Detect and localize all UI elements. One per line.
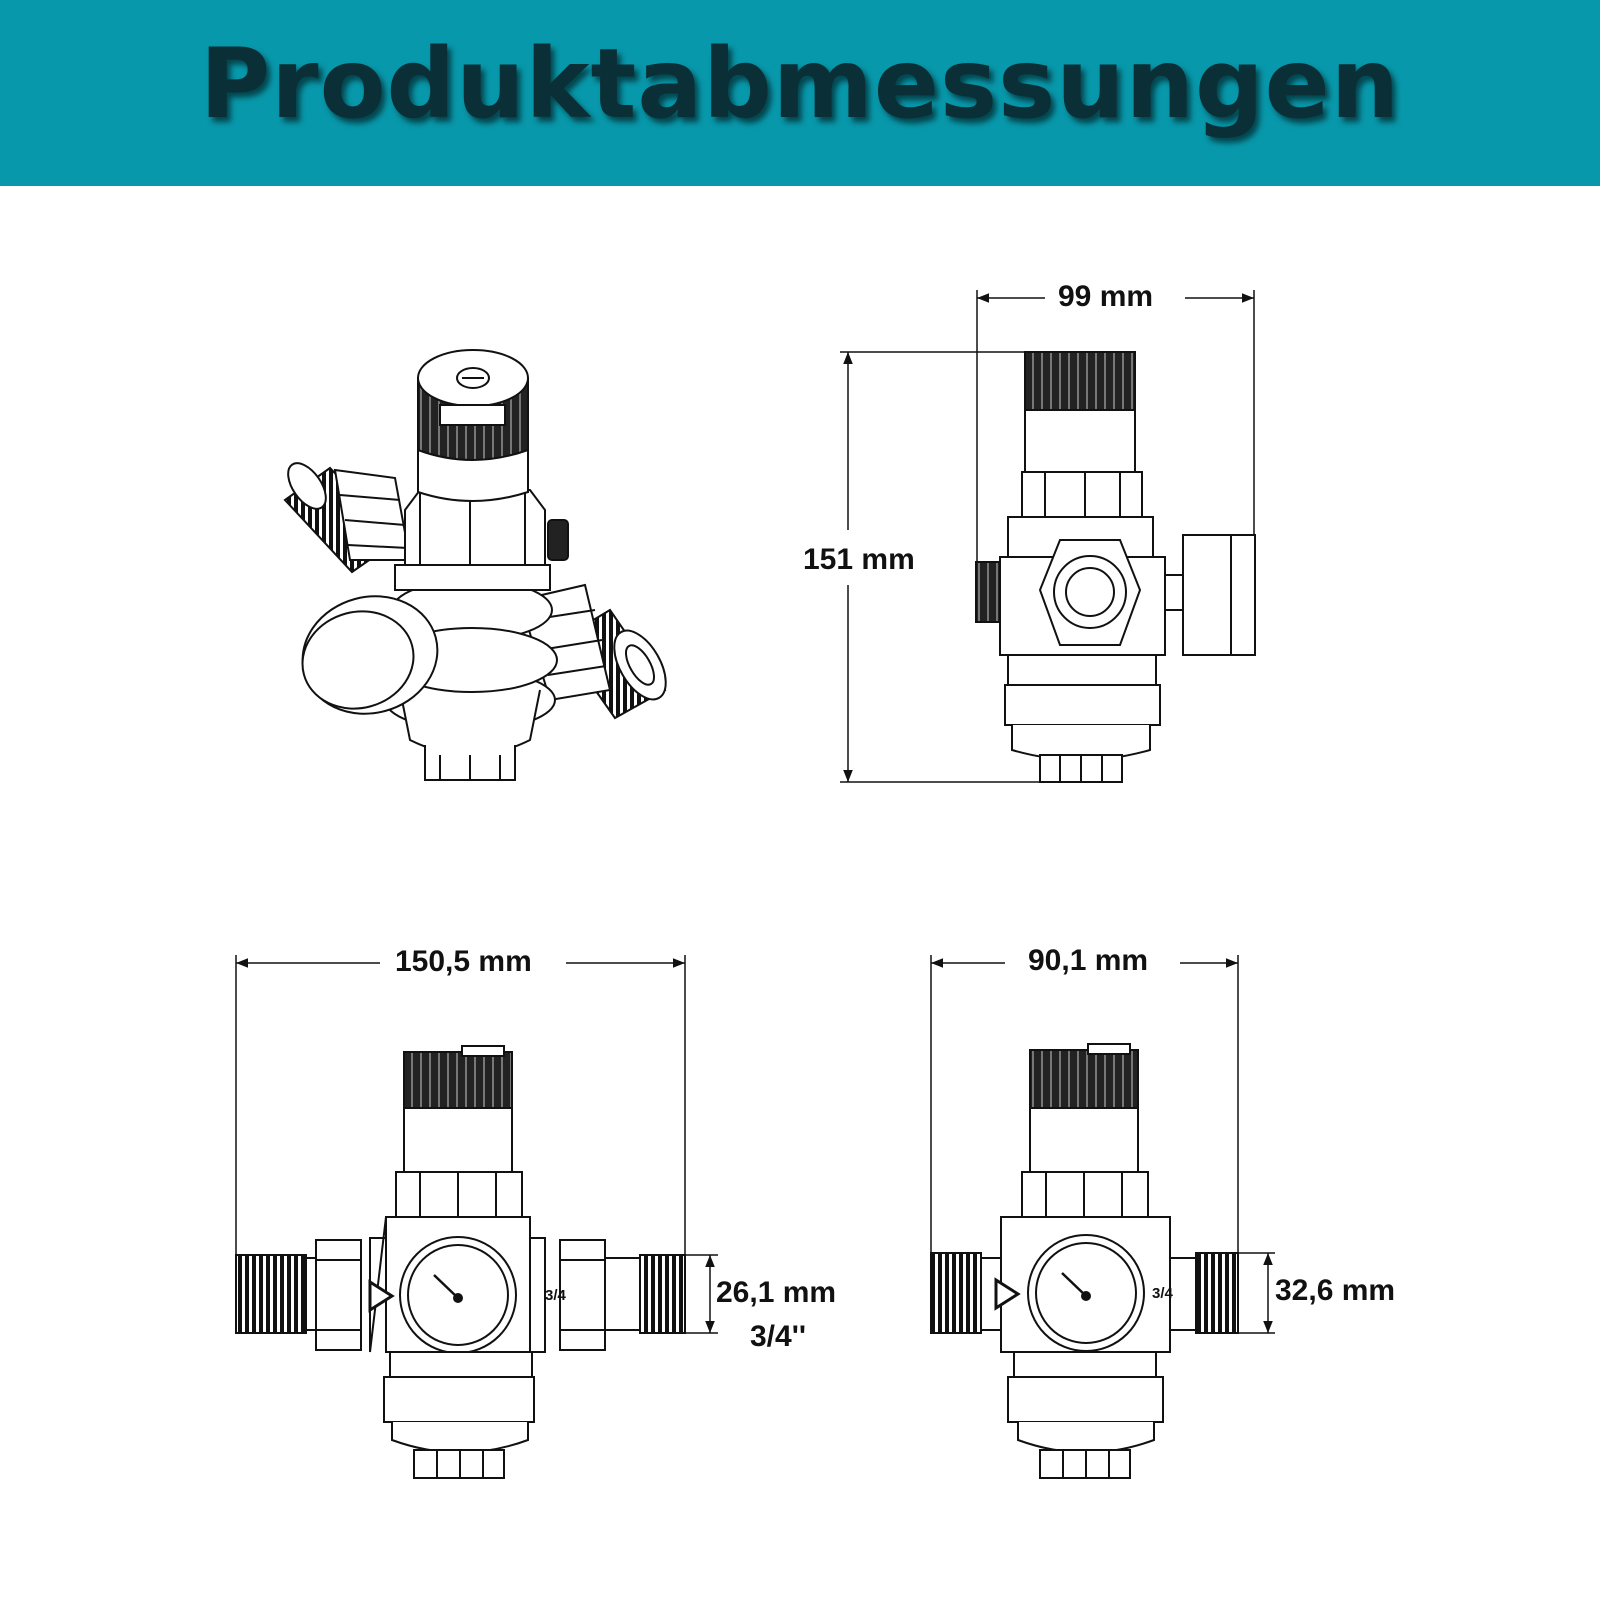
valve-isometric-icon: [283, 349, 667, 781]
header-banner: Produktabmessungen: [0, 0, 1600, 186]
front-thread-label: 26,1 mm: [716, 1276, 837, 1309]
valve-front-compact-icon: [930, 1043, 1239, 1479]
side-dimension-lines: [840, 290, 1255, 783]
front-thread-size-label: 3/4'': [750, 1320, 806, 1353]
page-title: Produktabmessungen: [199, 28, 1401, 140]
compact-thread-label: 32,6 mm: [1275, 1274, 1396, 1307]
front-compact-dimension-lines: [930, 955, 1275, 1334]
gauge-marking-compact: 3/4: [1152, 1285, 1174, 1302]
front-width-label: 150,5 mm: [395, 945, 532, 978]
valve-front-icon: [235, 1045, 686, 1479]
side-width-label: 99 mm: [1058, 280, 1154, 313]
valve-side-icon: [975, 351, 1256, 783]
front-dimension-lines: [235, 955, 718, 1334]
compact-width-label: 90,1 mm: [1028, 944, 1149, 977]
side-height-label: 151 mm: [803, 543, 915, 576]
gauge-marking: 3/4: [545, 1287, 567, 1304]
